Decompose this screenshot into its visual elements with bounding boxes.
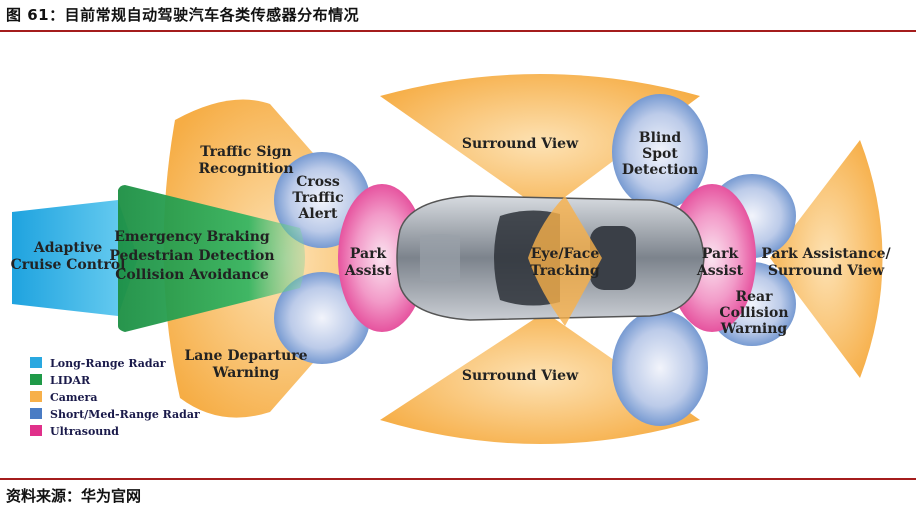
- legend-label-camera: Camera: [50, 391, 97, 404]
- legend-swatch-camera: [30, 391, 42, 402]
- legend-swatch-long-range-radar: [30, 357, 42, 368]
- top-rule: [0, 30, 916, 32]
- legend-label-lidar: LIDAR: [50, 374, 91, 387]
- label-surround-view-bottom: Surround View: [462, 368, 579, 384]
- legend-label-long-range-radar: Long-Range Radar: [50, 357, 166, 370]
- legend: Long-Range Radar LIDAR Camera Short/Med-…: [30, 357, 200, 438]
- legend-label-ultrasound: Ultrasound: [50, 425, 119, 438]
- label-surround-view-top: Surround View: [462, 136, 579, 152]
- legend-swatch-short-med-radar: [30, 408, 42, 419]
- surround-view-top-zone: [380, 74, 700, 212]
- legend-label-short-med-radar: Short/Med-Range Radar: [50, 408, 200, 421]
- rear-camera-zone: [770, 140, 883, 378]
- eye-face-zone: [528, 196, 602, 326]
- figure-title: 图 61：目前常规自动驾驶汽车各类传感器分布情况: [6, 6, 360, 24]
- rear-lower-radar-zone: [612, 310, 708, 426]
- surround-view-bottom-zone: [380, 312, 700, 444]
- figure-source: 资料来源：华为官网: [6, 487, 142, 505]
- label-park-surround-rear: Park Assistance/Surround View: [761, 246, 891, 279]
- legend-swatch-lidar: [30, 374, 42, 385]
- long-range-radar-zone: [12, 200, 138, 316]
- blind-spot-zone: [612, 94, 708, 210]
- lidar-zone: [118, 185, 305, 332]
- bottom-rule: [0, 478, 916, 480]
- legend-swatch-ultrasound: [30, 425, 42, 436]
